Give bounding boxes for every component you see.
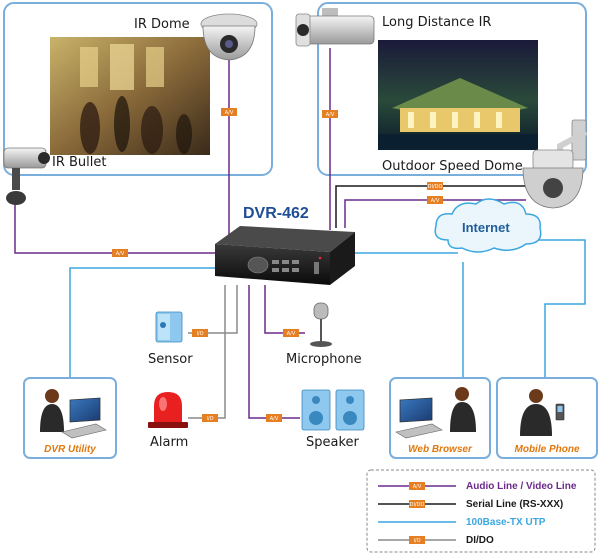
outdoor-speed-dome-label: Outdoor Speed Dome <box>382 159 523 174</box>
ir-dome-camera <box>200 13 258 61</box>
station-photo <box>50 37 210 155</box>
legend-item: I/O DI/DO <box>378 535 494 546</box>
av-tag: A/V <box>266 414 282 422</box>
svg-text:DI/DO: DI/DO <box>466 535 494 546</box>
svg-text:A/V: A/V <box>326 112 335 118</box>
ir-bullet-camera <box>3 147 50 205</box>
left-camera-panel <box>3 2 273 176</box>
connection-lines <box>14 48 586 419</box>
ir-bullet-label: IR Bullet <box>52 155 106 170</box>
svg-text:Serial Line (RS-XXX): Serial Line (RS-XXX) <box>466 499 563 510</box>
av-tag: A/V <box>427 196 443 204</box>
legend-item: A/V Audio Line / Video Line <box>378 481 577 492</box>
svg-text:Audio Line / Video Line: Audio Line / Video Line <box>466 481 577 492</box>
svg-text:I/O: I/O <box>413 538 420 544</box>
io-tag: I/O <box>192 329 208 337</box>
dvr-utility-client <box>23 377 117 459</box>
dvr-device <box>215 226 355 285</box>
speaker-label: Speaker <box>306 435 360 450</box>
svg-text:I/O: I/O <box>196 331 203 337</box>
right-camera-panel <box>317 2 587 176</box>
svg-text:I/O: I/O <box>206 416 213 422</box>
svg-text:DI/DO: DI/DO <box>428 184 443 190</box>
io-tag: I/O <box>202 414 218 422</box>
av-tag: A/V <box>283 329 299 337</box>
svg-text:DI/DO: DI/DO <box>410 502 425 508</box>
av-tag: A/V <box>112 249 128 257</box>
alarm-label: Alarm <box>150 435 188 450</box>
svg-text:A/V: A/V <box>413 484 422 490</box>
speaker-device <box>301 389 365 431</box>
long-distance-ir-label: Long Distance IR <box>382 15 491 30</box>
dido-tag: DI/DO <box>427 182 443 190</box>
svg-text:100Base-TX UTP: 100Base-TX UTP <box>466 517 546 528</box>
mobile-phone-label: Mobile Phone <box>515 444 580 455</box>
microphone-label: Microphone <box>286 352 362 367</box>
microphone-device <box>310 302 332 347</box>
av-tag: A/V <box>322 110 338 118</box>
sensor-label: Sensor <box>148 352 193 367</box>
dvr-title: DVR-462 <box>243 205 309 222</box>
alarm-device <box>148 392 188 428</box>
web-browser-label: Web Browser <box>408 444 473 455</box>
legend-item: DI/DO Serial Line (RS-XXX) <box>378 499 563 510</box>
internet-label: Internet <box>462 220 510 235</box>
svg-text:A/V: A/V <box>270 416 279 422</box>
long-distance-ir-camera <box>295 8 375 47</box>
ir-dome-label: IR Dome <box>134 17 190 32</box>
outdoor-speed-dome-camera <box>522 119 588 209</box>
legend-box <box>366 469 596 553</box>
sensor-device <box>155 311 183 343</box>
dvr-utility-label: DVR Utility <box>44 444 96 455</box>
svg-text:A/V: A/V <box>431 198 440 204</box>
svg-text:A/V: A/V <box>225 110 234 116</box>
mobile-phone-client <box>496 377 598 459</box>
legend-item: 100Base-TX UTP <box>378 517 546 528</box>
svg-text:A/V: A/V <box>116 251 125 257</box>
building-photo <box>378 40 538 150</box>
svg-text:A/V: A/V <box>287 331 296 337</box>
web-browser-client <box>389 377 491 459</box>
internet-cloud <box>434 198 542 253</box>
av-tag: A/V <box>221 108 237 116</box>
